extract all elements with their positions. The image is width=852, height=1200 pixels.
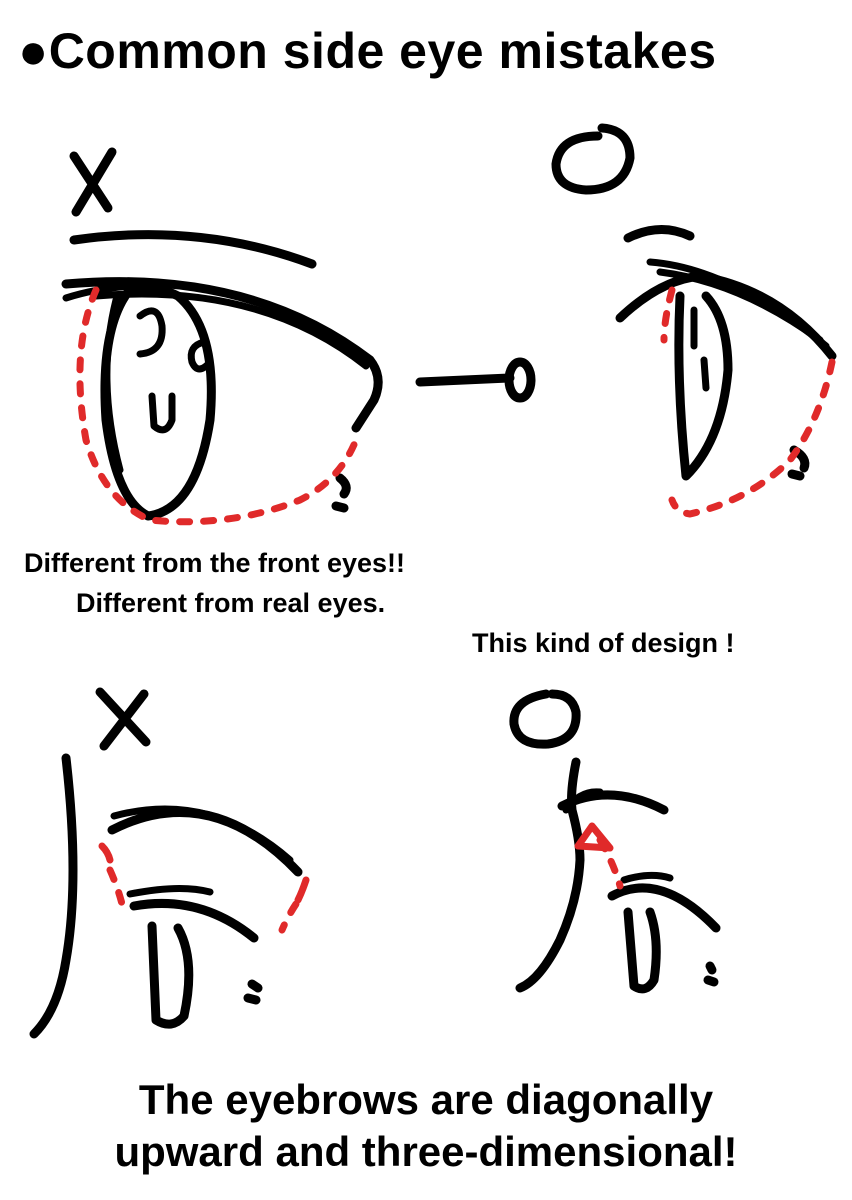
footer-line-2: upward and three-dimensional! (114, 1128, 738, 1175)
face-contour (29, 753, 78, 1039)
arrow-icon (415, 357, 536, 403)
correct-eyebrow-drawing (509, 689, 721, 994)
correct-mark-icon (509, 689, 581, 749)
highlight-mark (136, 307, 166, 358)
caption-design: This kind of design ! (472, 628, 735, 658)
caption-real-eyes: Different from real eyes. (76, 588, 386, 618)
red-guide-line (668, 358, 836, 518)
red-guide-line (106, 866, 126, 908)
wrong-eyebrow-drawing (29, 687, 310, 1039)
wrong-mark-icon (95, 687, 151, 751)
correct-side-eye-drawing (551, 123, 837, 518)
iris-oval (674, 291, 733, 481)
page-title: ●Common side eye mistakes (18, 23, 717, 79)
correct-mark-icon (551, 123, 635, 195)
eyebrow-stroke (623, 224, 695, 243)
footer-line-1: The eyebrows are diagonally (138, 1076, 714, 1123)
eyebrow-stroke (69, 230, 317, 269)
wrong-mark-icon (69, 147, 117, 217)
face-contour (515, 757, 585, 993)
wrong-side-eye-drawing (61, 147, 383, 526)
caption-front-eyes: Different from the front eyes!! (24, 548, 406, 578)
